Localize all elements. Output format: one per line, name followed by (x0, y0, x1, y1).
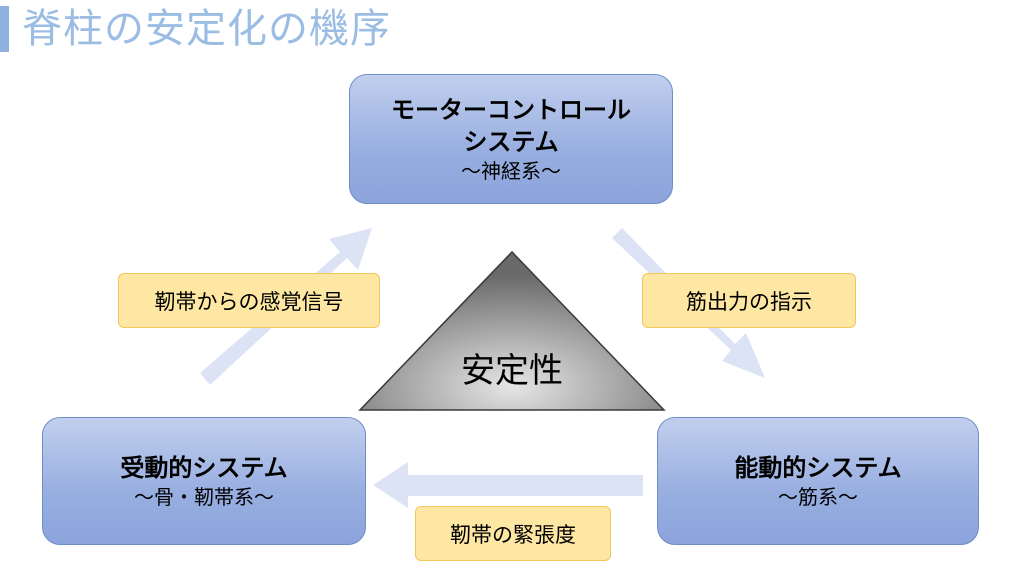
motor-control-system-box: モーターコントロール システム 〜神経系〜 (349, 74, 673, 204)
ligament-tension-label: 靭帯の緊張度 (415, 506, 611, 561)
slide-title: 脊柱の安定化の機序 (22, 6, 391, 52)
muscle-output-label: 筋出力の指示 (642, 273, 856, 328)
arrow-active-to-passive (373, 462, 643, 508)
motor-control-title-line2: システム (463, 128, 559, 156)
ligament-signal-label: 靭帯からの感覚信号 (118, 273, 380, 328)
passive-system-title: 受動的システム (120, 454, 288, 482)
stability-triangle (358, 250, 666, 411)
motor-control-subtitle: 〜神経系〜 (461, 159, 561, 183)
active-system-title: 能動的システム (734, 454, 902, 482)
passive-system-box: 受動的システム 〜骨・靭帯系〜 (42, 417, 366, 545)
stability-label: 安定性 (461, 351, 563, 391)
motor-control-title-line1: モーターコントロール (391, 96, 631, 124)
active-system-box: 能動的システム 〜筋系〜 (657, 417, 979, 545)
passive-system-subtitle: 〜骨・靭帯系〜 (134, 485, 274, 509)
active-system-subtitle: 〜筋系〜 (778, 485, 858, 509)
title-accent-bar (0, 6, 9, 52)
